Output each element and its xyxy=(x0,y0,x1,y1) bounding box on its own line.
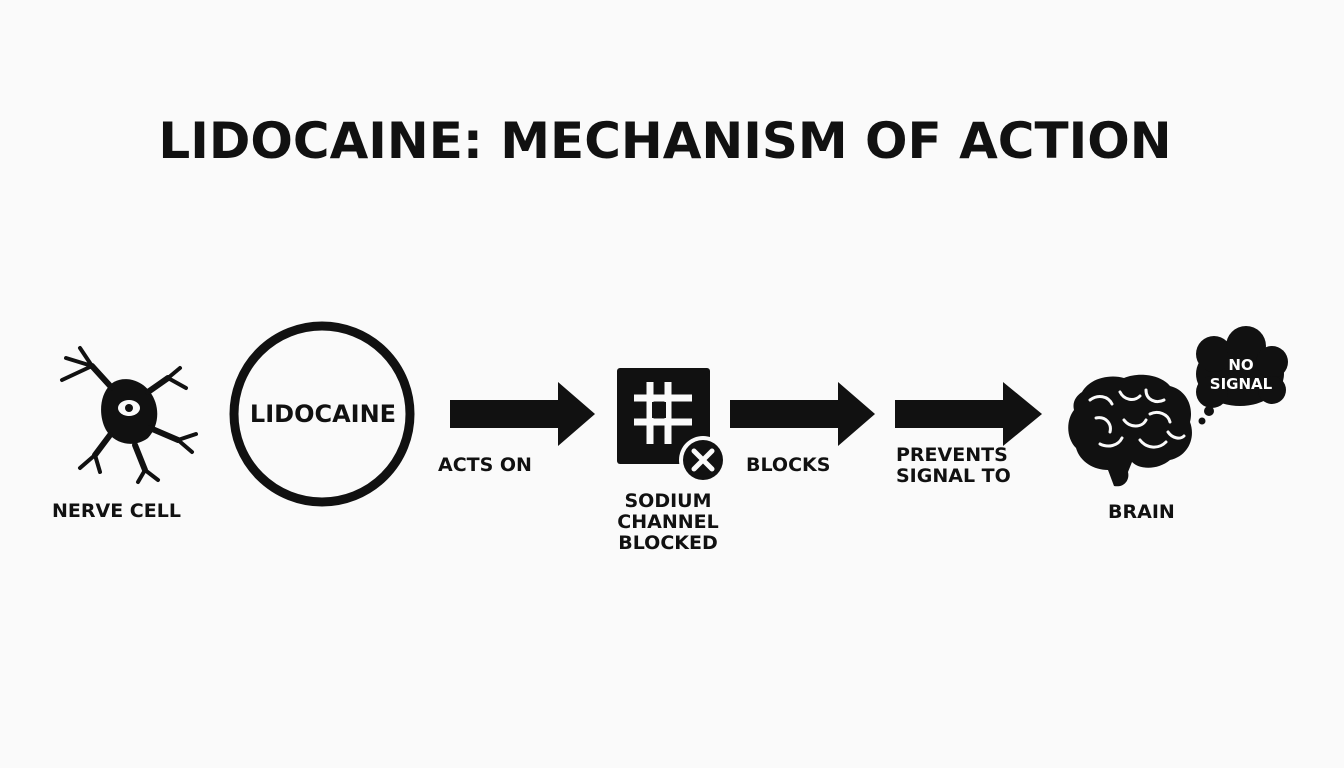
arrow-prevents-signal xyxy=(895,382,1042,446)
blocks-label: BLOCKS xyxy=(746,454,831,476)
sodium-channel-label: SODIUM CHANNEL BLOCKED xyxy=(617,490,719,554)
sodium-channel-icon xyxy=(617,368,710,464)
arrow-acts-on xyxy=(450,382,595,446)
diagram-title: LIDOCAINE: MECHANISM OF ACTION xyxy=(158,112,1172,170)
brain-label: BRAIN xyxy=(1108,501,1175,523)
brain-icon xyxy=(1068,374,1192,487)
nerve-cell-icon xyxy=(60,346,198,484)
arrow-blocks xyxy=(730,382,875,446)
nerve-cell-label: NERVE CELL xyxy=(52,500,181,522)
lidocaine-label: LIDOCAINE xyxy=(249,400,397,428)
lidocaine-node xyxy=(229,321,415,507)
blocked-x-icon xyxy=(679,436,727,484)
acts-on-label: ACTS ON xyxy=(438,454,532,476)
prevents-signal-label: PREVENTS SIGNAL TO xyxy=(896,444,1011,487)
no-signal-text: NO SIGNAL xyxy=(1209,356,1273,393)
no-signal-thought-bubble xyxy=(1196,326,1288,425)
